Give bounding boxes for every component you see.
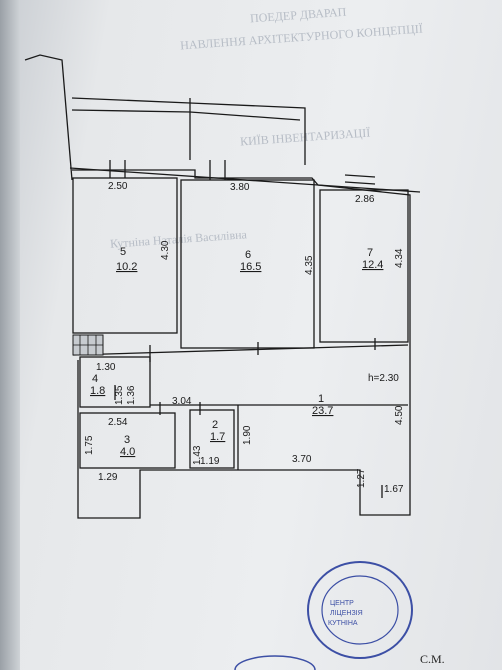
svg-text:ЦЕНТР: ЦЕНТР — [330, 600, 354, 607]
room-5-area: 10.2 — [116, 261, 137, 273]
room-1-number: 1 — [318, 393, 324, 405]
room-7-area: 12.4 — [362, 259, 383, 271]
svg-text:ЛІЦЕНЗІЯ: ЛІЦЕНЗІЯ — [330, 610, 363, 617]
dim-room7-width: 2.86 — [355, 194, 375, 205]
room-3-area: 4.0 — [120, 446, 135, 458]
room-3-number: 3 — [124, 434, 130, 446]
dim-room1-c: 3.70 — [292, 454, 312, 465]
page-fold — [0, 0, 20, 670]
room-5-number: 5 — [120, 246, 126, 258]
dim-room1-b: 1.90 — [242, 425, 253, 445]
room-4-area: 1.8 — [90, 385, 105, 397]
ceiling-height: h=2.30 — [368, 373, 399, 384]
dim-room3-c: 1.29 — [98, 472, 118, 483]
dim-room4-b: 1.35 — [114, 385, 125, 405]
dim-room1-f: 1.67 — [384, 484, 404, 495]
room-2-number: 2 — [212, 419, 218, 431]
corner-text: С.М. — [420, 652, 445, 666]
svg-text:КУТНІНА: КУТНІНА — [328, 620, 358, 627]
dim-room1-e: 1.27 — [356, 468, 367, 488]
dim-room2-b: 1.19 — [200, 456, 220, 467]
room-4-number: 4 — [92, 373, 98, 385]
room-6-number: 6 — [245, 249, 251, 261]
stamp-seal: ЦЕНТР ЛІЦЕНЗІЯ КУТНІНА — [234, 561, 413, 670]
dim-room1-d: 4.50 — [394, 405, 405, 425]
room-1-area: 23.7 — [312, 405, 333, 417]
dim-room4-c: 1.36 — [126, 385, 137, 405]
dim-room3-a: 2.54 — [108, 417, 128, 428]
dim-room6-width: 3.80 — [230, 182, 250, 193]
dim-room6-height: 4.35 — [304, 255, 315, 275]
dim-room2-a: 1.43 — [192, 445, 203, 465]
room-2-area: 1.7 — [210, 431, 225, 443]
dim-room7-height: 4.34 — [394, 248, 405, 268]
room-7-number: 7 — [367, 247, 373, 259]
dim-room1-a: 3.04 — [172, 396, 192, 407]
dim-room5-height: 4.30 — [160, 240, 171, 260]
dim-room4-a: 1.30 — [96, 362, 116, 373]
dim-room3-b: 1.75 — [84, 435, 95, 455]
dim-room5-width: 2.50 — [108, 181, 128, 192]
room-6-area: 16.5 — [240, 261, 261, 273]
